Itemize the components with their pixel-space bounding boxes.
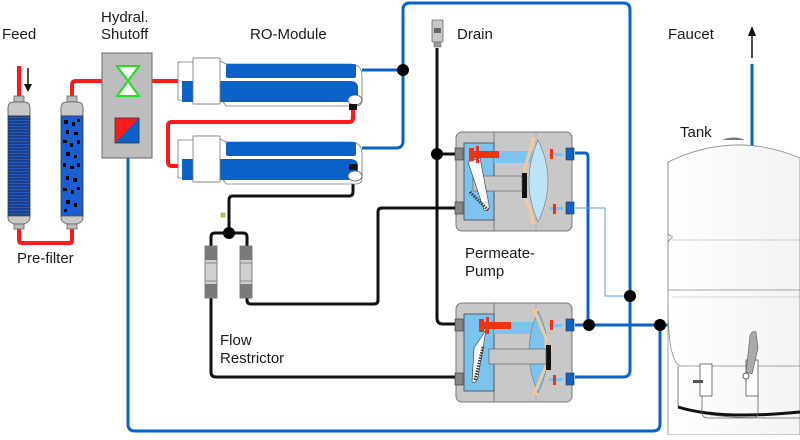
pump2-permeate-return: [575, 295, 632, 379]
prefilter-label: Pre-filter: [17, 250, 74, 267]
flow-restrictor-1: [204, 245, 218, 299]
faucet-arrow-icon: [748, 26, 756, 58]
drain-fitting: [431, 19, 444, 48]
tank-valve-handle[interactable]: [745, 331, 759, 375]
permeate-main-loop: [362, 1, 632, 295]
permeate-pump-1: [454, 131, 575, 232]
restrictor-label-line2: Restrictor: [220, 350, 285, 367]
junction-dot: [624, 290, 636, 302]
hydraulic-shutoff: [101, 52, 153, 159]
shutoff-label-line1: Hydral.: [101, 9, 149, 26]
tank-label: Tank: [680, 124, 712, 141]
feed-water-lines: [17, 66, 355, 245]
restrictor2-to-pump1-pipe: [245, 206, 455, 306]
ro-concentrate-pipe: [227, 170, 355, 233]
pump-label-line2: Pump: [465, 263, 505, 280]
shutoff-valve-icon: [115, 65, 141, 97]
sediment-prefilter: [7, 95, 31, 230]
prefilter-to-shutoff-pipe: [70, 79, 180, 98]
restrictor1-to-pump2-pipe: [209, 296, 455, 379]
drain-label: Drain: [457, 26, 493, 43]
shutoff-signal-pipe: [126, 140, 662, 433]
pump-label-line1: Permeate-: [465, 245, 536, 262]
junction-dot: [583, 319, 595, 331]
faucet-label: Faucet: [668, 26, 714, 43]
feed-label: Feed: [2, 26, 37, 43]
junction-dot: [223, 227, 235, 239]
ro1-to-ro2-pipe: [166, 108, 355, 168]
drain-pipe: [435, 48, 455, 326]
storage-tank: [667, 137, 800, 436]
junction-dot: [654, 319, 666, 331]
pump-control-line: [575, 207, 630, 297]
permeate-pump-2: [454, 302, 575, 403]
ro-membrane-2: [177, 135, 363, 185]
carbon-prefilter: [60, 95, 84, 230]
pump1-permeate-out: [575, 151, 590, 325]
ro-membrane-1: [177, 57, 363, 110]
junction-dot: [431, 148, 443, 160]
flow-arrow-icon: [24, 68, 32, 92]
restrictor-label-line1: Flow: [220, 332, 252, 349]
junctions: [223, 64, 666, 331]
prefilter-connector-pipe: [17, 228, 74, 245]
marker-dot: [220, 212, 226, 218]
ro-module-label: RO-Module: [250, 26, 327, 43]
shutoff-label-line2: Shutoff: [101, 26, 149, 43]
flow-restrictor-2: [239, 245, 253, 299]
junction-dot: [397, 64, 409, 76]
